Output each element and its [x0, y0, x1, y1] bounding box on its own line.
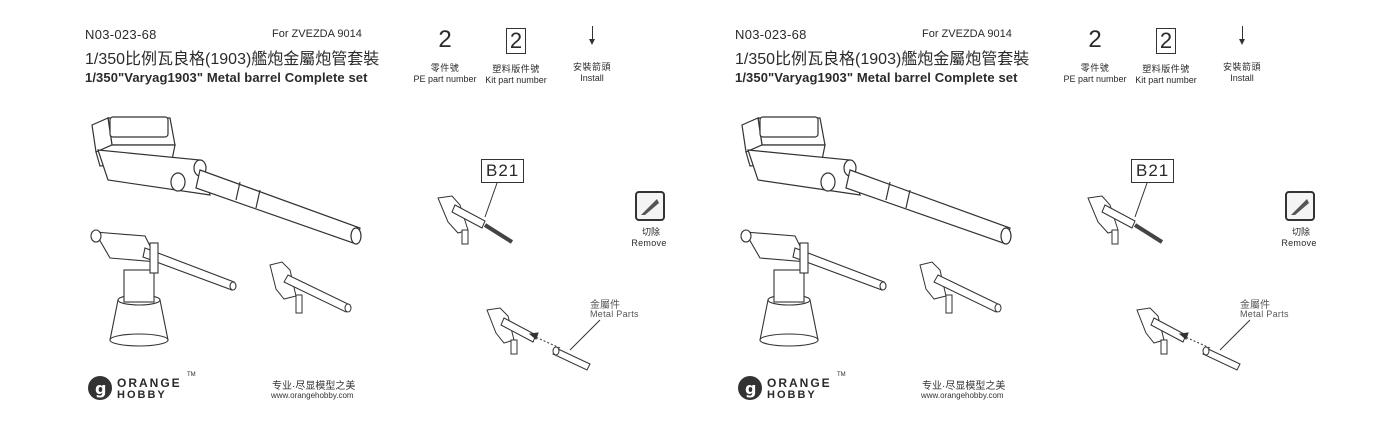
barrel-detail-illustration	[269, 261, 352, 314]
install-label-en: Install	[580, 73, 604, 83]
legend-kit-part: 2 塑料版件號 Kit part number	[1126, 28, 1206, 85]
remove-label-cn: 切除	[641, 227, 660, 237]
pe-part-label-en: PE part number	[1063, 74, 1127, 84]
for-kit-label: For ZVEZDA 9014	[922, 28, 1012, 40]
pedestal-gun-illustration	[740, 229, 887, 347]
orange-hobby-logo: g ORANGE HOBBY TM	[87, 372, 197, 404]
legend-kit-part: 2 塑料版件號 Kit part number	[476, 28, 556, 85]
title-chinese: 1/350比例瓦良格(1903)艦炮金屬炮管套裝	[735, 51, 1030, 68]
brand-url: www.orangehobby.com	[271, 391, 354, 400]
brand-trademark: TM	[837, 372, 846, 378]
kit-part-label-cn: 塑料版件號	[1142, 64, 1190, 74]
svg-text:g: g	[745, 379, 756, 398]
install-arrow-icon	[588, 26, 595, 45]
gun-mount-illustration	[91, 116, 362, 245]
pe-part-number-sample: 2	[1088, 26, 1102, 53]
title-english: 1/350"Varyag1903" Metal barrel Complete …	[735, 70, 1018, 85]
title-chinese: 1/350比例瓦良格(1903)艦炮金屬炮管套裝	[85, 51, 380, 68]
legend-pe-part: 2 零件號 PE part number	[405, 26, 485, 85]
barrel-detail-illustration	[919, 261, 1002, 314]
pe-part-number-sample: 2	[438, 26, 452, 53]
kit-part-number-sample: 2	[1155, 28, 1177, 54]
remove-label-cn: 切除	[1291, 227, 1310, 237]
pe-part-label-cn: 零件號	[1080, 63, 1110, 73]
for-kit-label: For ZVEZDA 9014	[272, 28, 362, 40]
product-code: N03-023-68	[85, 27, 157, 42]
kit-part-callout-b21: B21	[481, 159, 525, 183]
instruction-panel-right: N03-023-68 For ZVEZDA 9014 1/350比例瓦良格(19…	[650, 0, 1350, 429]
brand-trademark: TM	[187, 372, 196, 378]
kit-part-label-cn: 塑料版件號	[492, 64, 540, 74]
metal-parts-assembly-illustration	[1136, 307, 1251, 371]
install-arrow-icon	[1238, 26, 1245, 45]
install-label-cn: 安裝箭頭	[1222, 62, 1261, 72]
instruction-panel-left: N03-023-68 For ZVEZDA 9014 1/350比例瓦良格(19…	[85, 26, 667, 404]
brand-slogan: 专业·尽显模型之美	[922, 381, 1006, 392]
gun-mount-illustration	[741, 116, 1012, 245]
b21-assembly-illustration	[437, 182, 514, 245]
product-code: N03-023-68	[735, 27, 807, 42]
kit-part-number-sample: 2	[505, 28, 527, 54]
brand-url: www.orangehobby.com	[921, 391, 1004, 400]
brand-line1: ORANGE	[767, 376, 832, 390]
install-label-cn: 安裝箭頭	[572, 62, 611, 72]
remove-label-en: Remove	[631, 238, 667, 248]
brand-line2: HOBBY	[767, 389, 817, 401]
brand-line2: HOBBY	[117, 389, 167, 401]
install-label-en: Install	[1230, 73, 1254, 83]
pe-part-label-en: PE part number	[413, 74, 477, 84]
orange-hobby-logo: g ORANGE HOBBY TM	[737, 372, 847, 404]
kit-part-label-en: Kit part number	[485, 75, 547, 85]
kit-part-callout-b21: B21	[1131, 159, 1175, 183]
svg-text:g: g	[95, 379, 106, 398]
pe-part-label-cn: 零件號	[430, 63, 460, 73]
remove-label-en: Remove	[1281, 238, 1317, 248]
remove-cut-icon	[635, 191, 665, 221]
metal-parts-label-cn: 金屬件	[590, 300, 620, 311]
metal-parts-label-cn: 金屬件	[1240, 300, 1270, 311]
remove-cut-icon	[1285, 191, 1315, 221]
metal-parts-label-en: Metal Parts	[1240, 309, 1289, 319]
brand-line1: ORANGE	[117, 376, 182, 390]
kit-part-label-en: Kit part number	[1135, 75, 1197, 85]
title-english: 1/350"Varyag1903" Metal barrel Complete …	[85, 70, 368, 85]
brand-slogan: 专业·尽显模型之美	[272, 381, 356, 392]
pedestal-gun-illustration	[90, 229, 237, 347]
legend-install: 安裝箭頭 Install	[1212, 26, 1272, 83]
legend-install: 安裝箭頭 Install	[562, 26, 622, 83]
metal-parts-label-en: Metal Parts	[590, 309, 639, 319]
metal-parts-assembly-illustration	[486, 307, 601, 371]
legend-pe-part: 2 零件號 PE part number	[1055, 26, 1135, 85]
b21-assembly-illustration	[1087, 182, 1164, 245]
